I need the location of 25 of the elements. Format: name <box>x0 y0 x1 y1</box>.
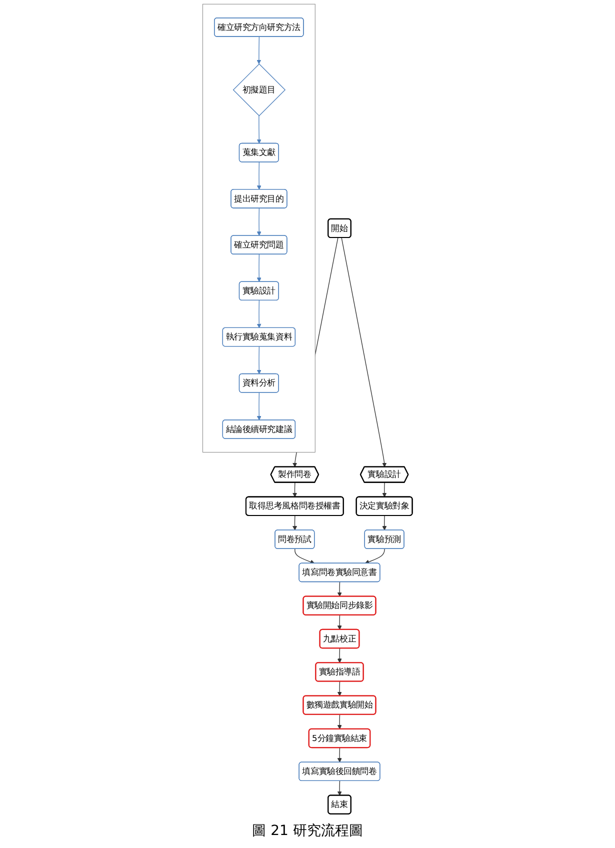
arrow <box>337 582 342 597</box>
arrow <box>256 346 262 374</box>
arrow <box>256 208 262 236</box>
arrow <box>364 548 385 564</box>
arrow <box>256 300 262 328</box>
arrow <box>294 548 315 564</box>
arrow <box>256 254 262 282</box>
node-diamond: 初擬題目 <box>232 64 286 116</box>
figure-caption: 圖 21 研究流程圖 <box>252 822 363 841</box>
arrow <box>292 515 298 530</box>
arrow <box>337 714 342 730</box>
arrow <box>341 237 387 468</box>
arrow <box>337 648 342 664</box>
arrow <box>256 392 262 420</box>
arrow <box>337 614 342 630</box>
arrow <box>382 482 387 498</box>
arrow <box>256 115 262 144</box>
cluster <box>202 4 316 453</box>
arrow <box>256 36 262 64</box>
arrow <box>382 515 387 530</box>
arrow <box>337 780 342 796</box>
arrow <box>256 162 262 190</box>
arrow <box>337 681 342 696</box>
arrow <box>292 482 298 498</box>
arrow <box>337 747 342 763</box>
